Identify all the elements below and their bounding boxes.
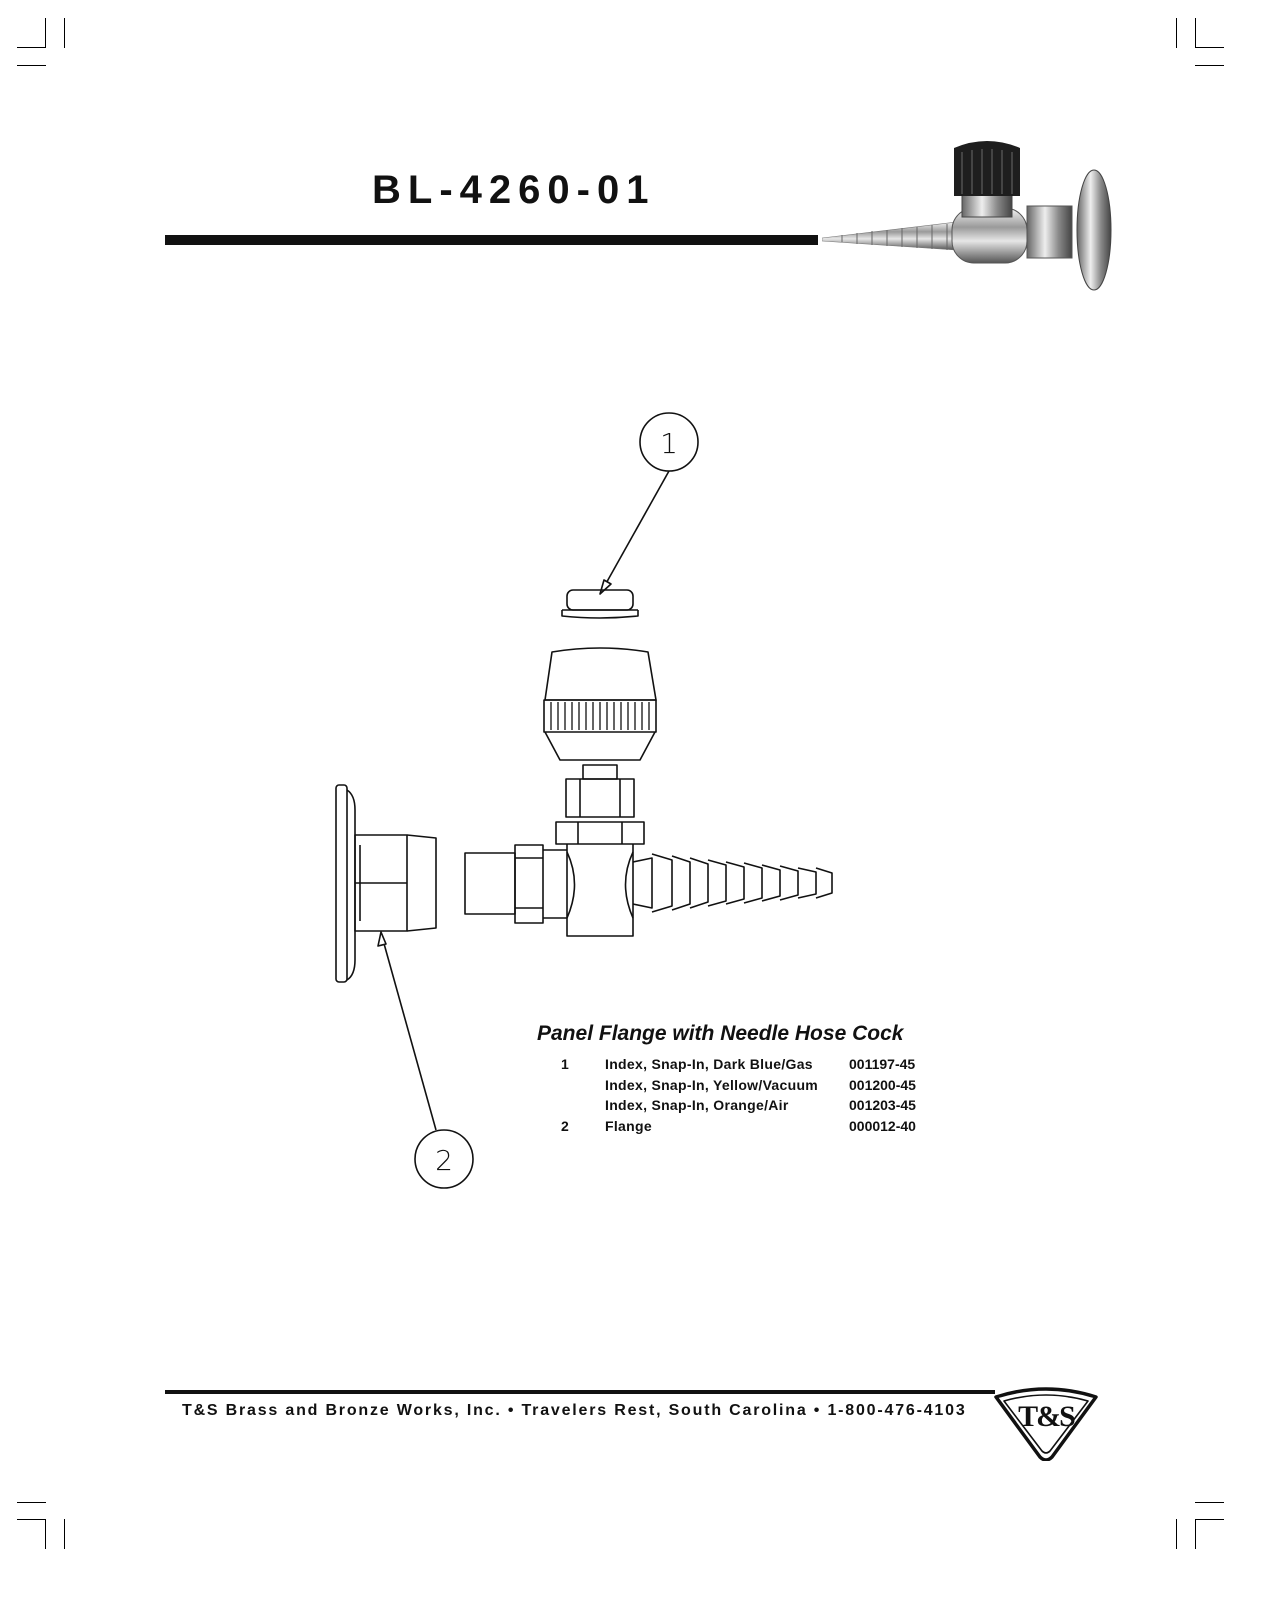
- ts-logo: T&S: [994, 1387, 1098, 1461]
- crop-mark: [45, 18, 46, 48]
- inlet-connection: [464, 844, 567, 924]
- part-number: 000012-40: [849, 1117, 916, 1134]
- crop-mark: [1195, 1502, 1224, 1503]
- part-description: Flange: [605, 1117, 652, 1134]
- valve-bonnet: [555, 764, 645, 845]
- crop-mark: [1195, 1519, 1224, 1520]
- serrated-hose-nozzle: [632, 853, 833, 913]
- panel-flange-outline: [335, 784, 437, 983]
- callout-label-1: 1: [660, 427, 678, 460]
- leader-arrow-2: [377, 931, 387, 947]
- leader-arrow-1: [599, 579, 612, 595]
- item-number: 2: [561, 1117, 569, 1134]
- callout-circle-2: [414, 1129, 474, 1189]
- title-rule: [165, 235, 818, 245]
- part-description: Index, Snap-In, Orange/Air: [605, 1097, 789, 1113]
- crop-mark: [1176, 18, 1177, 48]
- crop-mark: [17, 1519, 46, 1520]
- crop-mark: [45, 1519, 46, 1549]
- parts-list-title: Panel Flange with Needle Hose Cock: [537, 1022, 904, 1045]
- leader-line-2: [382, 939, 437, 1131]
- company-contact-line: T&S Brass and Bronze Works, Inc. • Trave…: [182, 1402, 967, 1419]
- footer-rule: [165, 1390, 995, 1394]
- part-description: Index, Snap-In, Dark Blue/Gas: [605, 1056, 813, 1072]
- crop-mark: [64, 18, 65, 48]
- knob-knurling: [550, 702, 650, 730]
- crop-mark: [1195, 18, 1196, 48]
- crop-mark: [17, 65, 46, 66]
- model-number-title: BL-4260-01: [372, 168, 656, 212]
- product-photo: [822, 141, 1112, 291]
- logo-text: T&S: [1018, 1400, 1075, 1433]
- crop-mark: [17, 47, 46, 48]
- part-description: Index, Snap-In, Yellow/Vacuum: [605, 1076, 819, 1093]
- part-number: 001203-45: [849, 1097, 916, 1113]
- table-row: Index, Snap-In, Orange/Air 001203-45: [555, 1097, 916, 1118]
- parts-list-table: 1 Index, Snap-In, Dark Blue/Gas 001197-4…: [555, 1056, 916, 1138]
- hose-nozzle: [822, 221, 958, 251]
- crop-mark: [1195, 65, 1224, 66]
- hex-nut: [961, 192, 1013, 218]
- threaded-connection: [1026, 205, 1073, 259]
- panel-flange: [1076, 169, 1112, 291]
- table-row: Index, Snap-In, Yellow/Vacuum 001200-45: [555, 1077, 916, 1098]
- item-number: [555, 1077, 605, 1098]
- crop-mark: [1195, 47, 1224, 48]
- crop-mark: [1195, 1519, 1196, 1549]
- part-number: 001200-45: [849, 1076, 916, 1093]
- handle-knob: [543, 647, 657, 761]
- item-number: 1: [561, 1056, 569, 1072]
- callout-label-2: 2: [435, 1144, 453, 1177]
- crop-mark: [64, 1519, 65, 1549]
- crop-mark: [17, 1502, 46, 1503]
- knob: [954, 141, 1020, 196]
- part-number: 001197-45: [849, 1056, 916, 1072]
- valve-body-outline: [566, 844, 634, 937]
- table-row: 2 Flange 000012-40: [555, 1118, 916, 1139]
- snap-in-index: [561, 589, 639, 619]
- crop-mark: [1176, 1519, 1177, 1549]
- table-row: 1 Index, Snap-In, Dark Blue/Gas 001197-4…: [555, 1056, 916, 1077]
- item-number: [555, 1097, 605, 1118]
- leader-line-1: [603, 470, 670, 588]
- exploded-parts-drawing: 1 2: [335, 412, 833, 1189]
